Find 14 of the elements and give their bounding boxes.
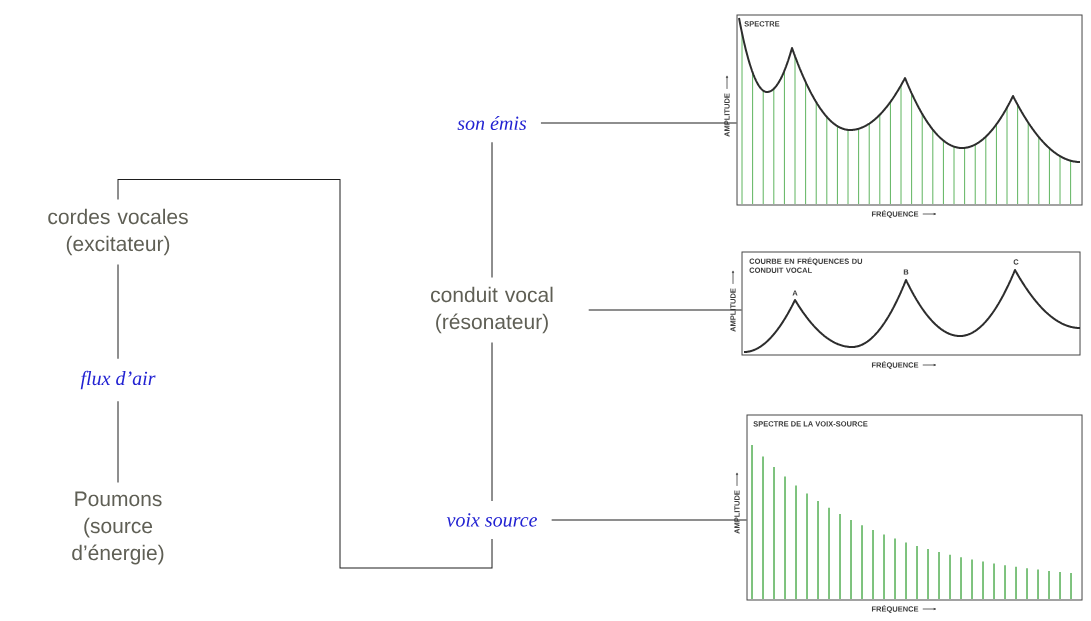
connector-line bbox=[117, 400, 119, 483]
connector-line bbox=[540, 122, 737, 124]
text-label: cordes vocales (excitateur) bbox=[48, 208, 188, 256]
term-label: voix source bbox=[446, 513, 537, 527]
connector-line bbox=[491, 342, 493, 502]
connector-line bbox=[491, 141, 493, 278]
connector-line bbox=[588, 309, 742, 311]
connector-line bbox=[551, 519, 747, 521]
term-label: son émis bbox=[457, 115, 527, 131]
connector-line bbox=[117, 264, 119, 360]
text-label: conduit vocal (résonateur) bbox=[431, 286, 553, 334]
term-label: flux d’air bbox=[80, 370, 156, 390]
text-label: Poumons (source d’énergie) bbox=[72, 491, 164, 565]
connector-line bbox=[117, 179, 493, 569]
